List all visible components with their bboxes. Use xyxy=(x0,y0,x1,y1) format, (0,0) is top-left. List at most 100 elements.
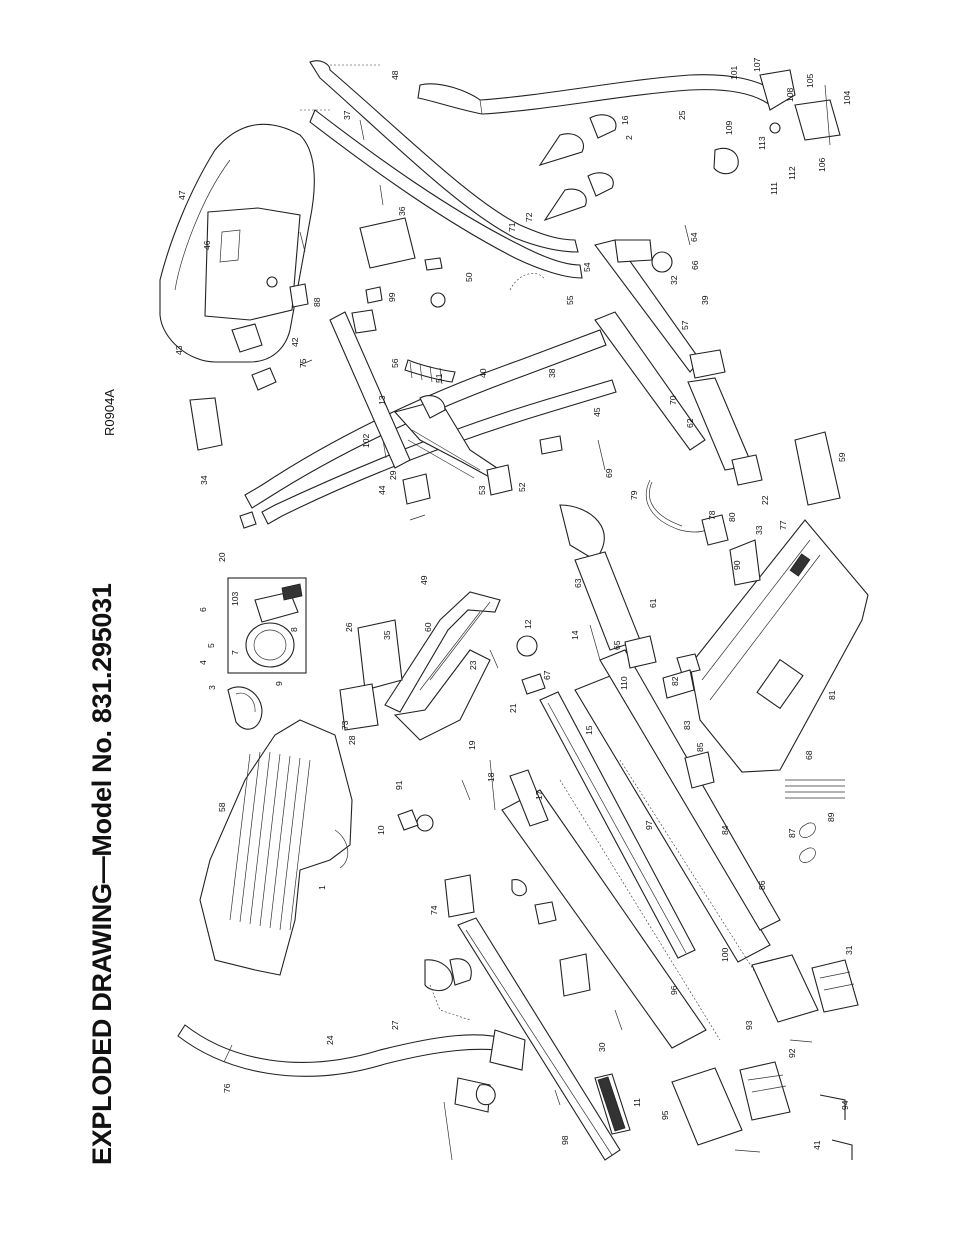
callout-71: 71 xyxy=(507,222,517,232)
callout-15: 15 xyxy=(584,725,594,735)
callout-22: 22 xyxy=(760,495,770,505)
callout-35: 35 xyxy=(382,630,392,640)
callout-4: 4 xyxy=(198,660,208,665)
callout-5: 5 xyxy=(206,643,216,648)
callout-39: 39 xyxy=(700,295,710,305)
callout-50: 50 xyxy=(464,272,474,282)
callout-25: 25 xyxy=(677,110,687,120)
right-handrail xyxy=(417,69,841,175)
callout-34: 34 xyxy=(199,475,209,485)
callout-46: 46 xyxy=(202,240,212,250)
callout-104: 104 xyxy=(842,90,852,105)
callout-80: 80 xyxy=(727,512,737,522)
callout-8: 8 xyxy=(289,627,299,632)
callout-6: 6 xyxy=(198,607,208,612)
callout-108: 108 xyxy=(785,87,795,102)
callout-14: 14 xyxy=(570,630,580,640)
upright-tubes xyxy=(309,60,587,279)
callout-72: 72 xyxy=(524,212,534,222)
console xyxy=(159,123,315,451)
callout-13: 13 xyxy=(377,395,387,405)
callout-75: 75 xyxy=(298,358,308,368)
callout-96: 96 xyxy=(669,985,679,995)
callout-84: 84 xyxy=(720,825,730,835)
callout-7: 7 xyxy=(230,650,240,655)
callout-55: 55 xyxy=(565,295,575,305)
callout-1: 1 xyxy=(317,885,327,890)
callout-62: 62 xyxy=(685,418,695,428)
callout-48: 48 xyxy=(390,70,400,80)
callout-29: 29 xyxy=(388,470,398,480)
callout-100: 100 xyxy=(720,947,730,962)
callout-81: 81 xyxy=(827,690,837,700)
callout-30: 30 xyxy=(597,1042,607,1052)
callout-38: 38 xyxy=(547,368,557,378)
small-hardware xyxy=(239,64,853,1160)
rear-feet xyxy=(671,954,859,1146)
callout-47: 47 xyxy=(177,190,187,200)
callout-21: 21 xyxy=(508,703,518,713)
callout-10: 10 xyxy=(376,825,386,835)
callout-63: 63 xyxy=(573,578,583,588)
callout-78: 78 xyxy=(707,510,717,520)
callout-92: 92 xyxy=(787,1048,797,1058)
callout-111: 111 xyxy=(769,182,779,195)
callout-32: 32 xyxy=(669,275,679,285)
callout-95: 95 xyxy=(660,1110,670,1120)
callout-59: 59 xyxy=(837,452,847,462)
callout-109: 109 xyxy=(724,120,734,135)
drive-motor-inset xyxy=(227,577,307,730)
motor-hood xyxy=(199,719,353,976)
callout-94: 94 xyxy=(840,1100,850,1110)
callout-3: 3 xyxy=(207,685,217,690)
callout-87: 87 xyxy=(787,828,797,838)
walking-platform xyxy=(457,649,781,1161)
callout-83: 83 xyxy=(682,720,692,730)
callout-16: 16 xyxy=(620,115,630,125)
callout-27: 27 xyxy=(390,1020,400,1030)
callout-54: 54 xyxy=(582,262,592,272)
callout-11: 11 xyxy=(632,1098,642,1107)
callout-66: 66 xyxy=(690,260,700,270)
callout-77: 77 xyxy=(778,520,788,530)
callout-labels: 1 2 3 4 5 6 7 8 9 10 11 12 13 14 15 16 1… xyxy=(174,57,854,1150)
incline-motor xyxy=(393,359,501,481)
callout-40: 40 xyxy=(478,368,488,378)
callout-2: 2 xyxy=(624,135,634,140)
callout-12: 12 xyxy=(523,619,533,629)
callout-37: 37 xyxy=(342,110,352,120)
callout-102: 102 xyxy=(361,433,371,448)
callout-51: 51 xyxy=(434,373,444,383)
callout-58: 58 xyxy=(217,802,227,812)
callout-36: 36 xyxy=(397,206,407,216)
callout-45: 45 xyxy=(592,407,602,417)
callout-56: 56 xyxy=(390,358,400,368)
callout-26: 26 xyxy=(344,622,354,632)
callout-79: 79 xyxy=(629,490,639,500)
callout-112: 112 xyxy=(787,166,797,180)
callout-24: 24 xyxy=(325,1035,335,1045)
callout-97: 97 xyxy=(644,820,654,830)
callout-43: 43 xyxy=(174,345,184,355)
callout-98: 98 xyxy=(560,1135,570,1145)
lower-frame xyxy=(339,591,538,832)
callout-88: 88 xyxy=(312,297,322,307)
callout-93: 93 xyxy=(744,1020,754,1030)
callout-23: 23 xyxy=(468,660,478,670)
callout-90: 90 xyxy=(732,560,742,570)
callout-60: 60 xyxy=(423,622,433,632)
callout-99: 99 xyxy=(387,292,397,302)
callout-67: 67 xyxy=(542,670,552,680)
callout-107: 107 xyxy=(752,57,762,72)
side-trims xyxy=(574,377,841,669)
callout-44: 44 xyxy=(377,485,387,495)
callout-106: 106 xyxy=(817,157,827,172)
callout-42: 42 xyxy=(290,337,300,347)
callout-86: 86 xyxy=(757,880,767,890)
callout-41: 41 xyxy=(812,1140,822,1150)
callout-73: 73 xyxy=(340,720,350,730)
callout-105: 105 xyxy=(805,73,815,88)
callout-101: 101 xyxy=(729,65,739,80)
